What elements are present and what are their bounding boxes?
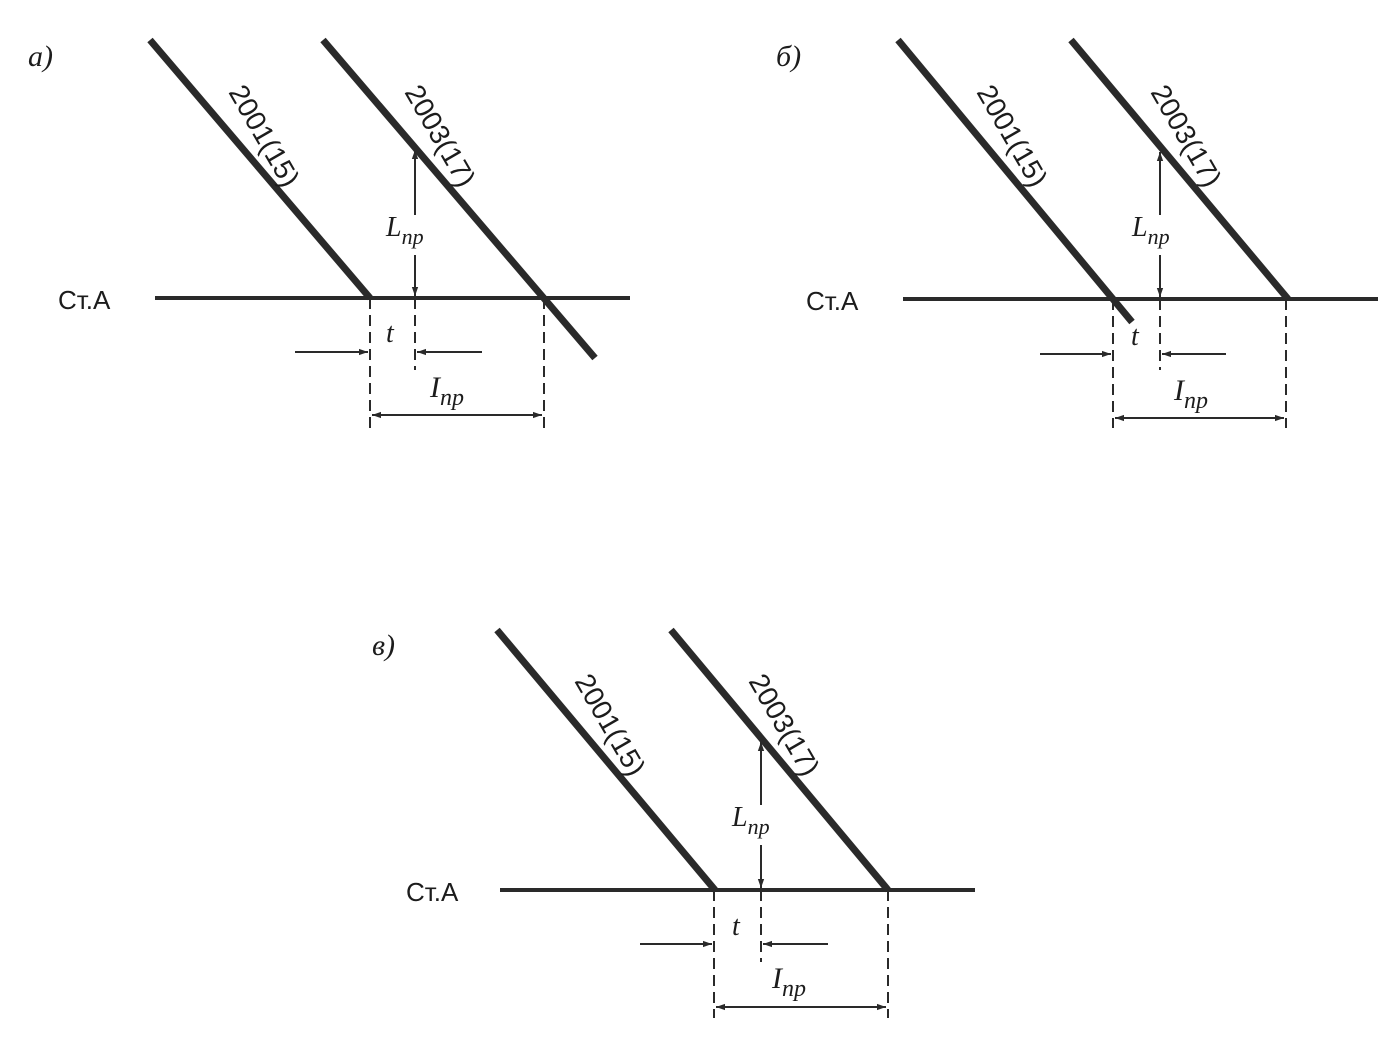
t-label: t (1131, 321, 1140, 352)
t-label: t (732, 911, 741, 942)
train-line-2001 (494, 627, 718, 893)
train-line-2001 (147, 37, 373, 301)
train-line-2003 (668, 627, 891, 893)
panel-label: б) (776, 40, 801, 73)
t-label: t (386, 318, 395, 349)
train-line-2003 (320, 37, 598, 361)
panel-label: а) (28, 40, 53, 73)
station-label: Ст.А (806, 286, 859, 316)
panel-v: в) Ст.А 2001(15) 2003(17) Lпр t Iпр (372, 627, 975, 1018)
I-label: Iпр (1173, 374, 1208, 414)
train-line-2003 (1068, 37, 1291, 302)
station-label: Ст.А (58, 285, 111, 315)
panel-a: а) Ст.А 2001(15) 2003(17) Lпр t Iпр (28, 37, 630, 428)
L-label: Lпр (1131, 212, 1170, 249)
train-line-2001 (895, 37, 1135, 325)
panel-b: б) Ст.А 2001(15) 2003(17) Lпр t Iпр (776, 37, 1378, 428)
panel-label: в) (372, 629, 395, 662)
station-label: Ст.А (406, 877, 459, 907)
L-label: Lпр (731, 802, 770, 839)
L-label: Lпр (385, 212, 424, 249)
I-label: Iпр (429, 371, 464, 411)
I-label: Iпр (771, 962, 806, 1002)
